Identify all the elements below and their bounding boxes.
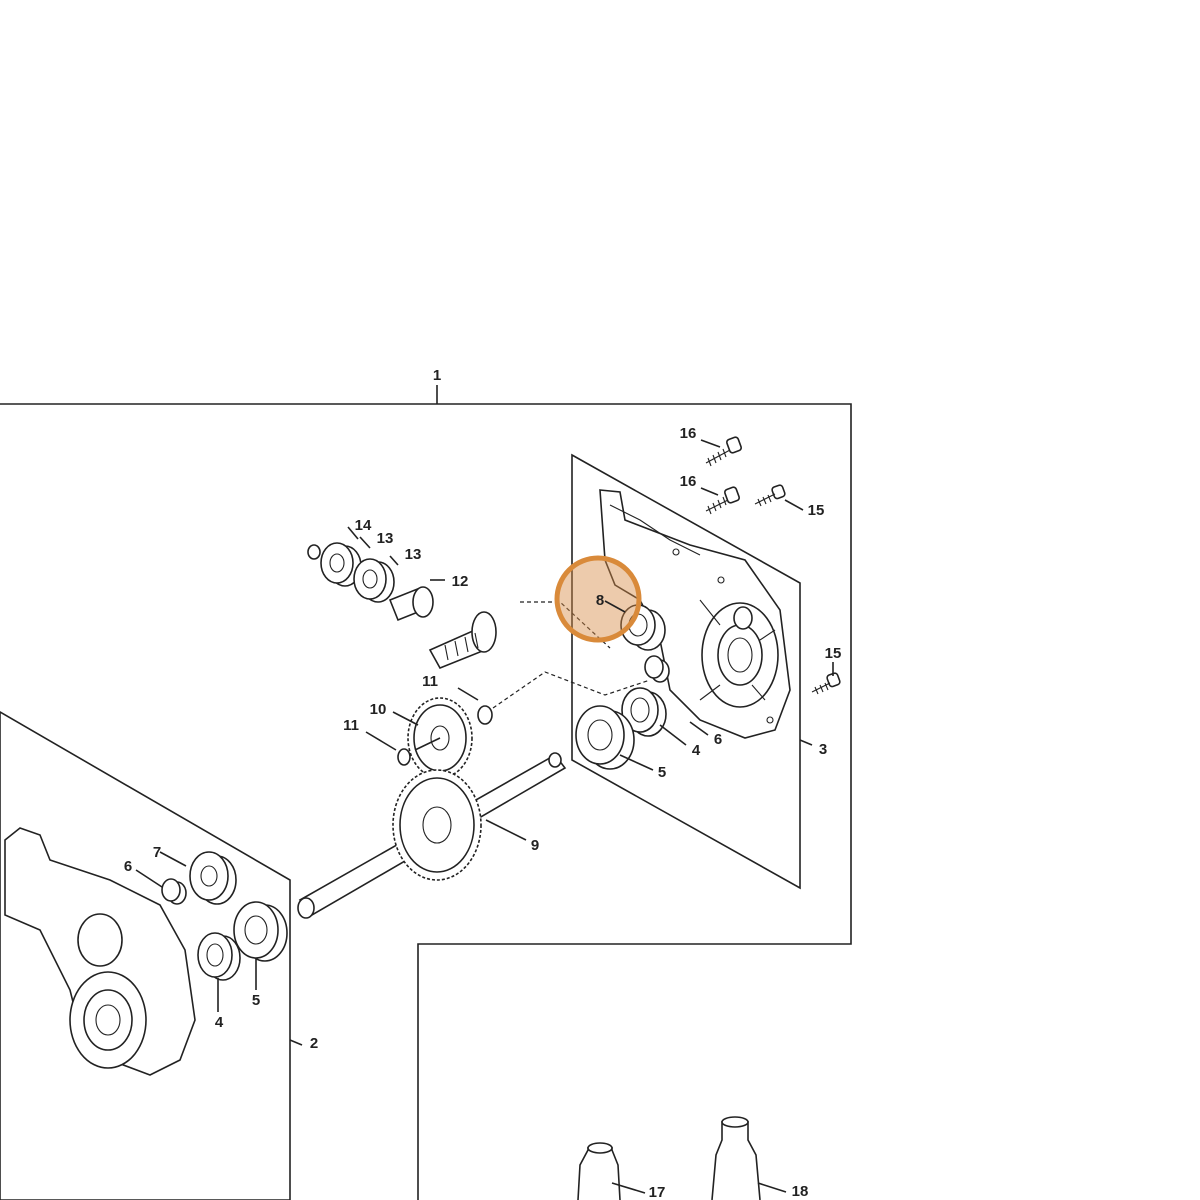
screw-15-lower [811, 672, 841, 695]
shaft-17 [577, 1142, 621, 1200]
callout-12: 12 [452, 573, 469, 590]
screw-16-lower [705, 486, 740, 515]
callout-4-right: 4 [692, 742, 701, 759]
output-shaft-9 [297, 752, 567, 919]
bearing-8 [620, 604, 666, 651]
washer-11-right [477, 705, 493, 725]
housing-panel-left [0, 711, 291, 1200]
leader-lines [135, 439, 834, 1194]
callout-1: 1 [433, 367, 441, 384]
screw-15-upper [754, 484, 786, 507]
callout-5-right: 5 [658, 764, 666, 781]
needle-sleeve-6-right [644, 655, 670, 683]
ball-bearing-5-left [233, 901, 288, 962]
callout-4-left: 4 [215, 1014, 224, 1031]
part-8-highlight [554, 555, 642, 643]
callout-6-right: 6 [714, 731, 722, 748]
gear-10 [407, 697, 473, 779]
callout-18: 18 [792, 1183, 809, 1200]
callout-14: 14 [355, 517, 372, 534]
needle-sleeve-6-left [161, 878, 187, 905]
bearing-13-b [353, 558, 395, 603]
housing-panel-right [571, 453, 801, 890]
callout-8: 8 [596, 592, 604, 609]
callout-16-lower: 16 [680, 473, 697, 490]
bearing-7 [189, 851, 237, 905]
callout-15-lower: 15 [825, 645, 842, 662]
pinion-shaft-12 [388, 586, 497, 670]
gear-housing-left [4, 827, 196, 1076]
callout-17: 17 [649, 1184, 666, 1200]
callout-10: 10 [370, 701, 387, 718]
gear-housing-right [599, 489, 791, 739]
callout-6-left: 6 [124, 858, 132, 875]
seal-ring-4-right [621, 687, 667, 737]
callout-labels: 1 16 16 15 15 14 13 13 12 8 11 10 11 6 4… [124, 367, 842, 1200]
callout-11-lower: 11 [343, 717, 359, 734]
callout-11-upper: 11 [422, 673, 438, 690]
callout-15-upper: 15 [808, 502, 825, 519]
washer-11-left [397, 748, 411, 766]
callout-3: 3 [819, 741, 827, 758]
screw-16-upper [705, 436, 742, 467]
callout-7: 7 [153, 844, 161, 861]
callout-13-a: 13 [377, 530, 394, 547]
callout-5-left: 5 [252, 992, 260, 1009]
seal-ring-4-left [197, 932, 241, 981]
callout-16-upper: 16 [680, 425, 697, 442]
shaft-18 [711, 1116, 761, 1200]
ball-bearing-5-right [575, 705, 635, 770]
callout-13-b: 13 [405, 546, 422, 563]
callout-2: 2 [310, 1035, 318, 1052]
callout-9: 9 [531, 837, 539, 854]
bearing-13-a [320, 542, 362, 587]
circlip-14 [307, 544, 321, 560]
assembly-frame [0, 403, 852, 1200]
